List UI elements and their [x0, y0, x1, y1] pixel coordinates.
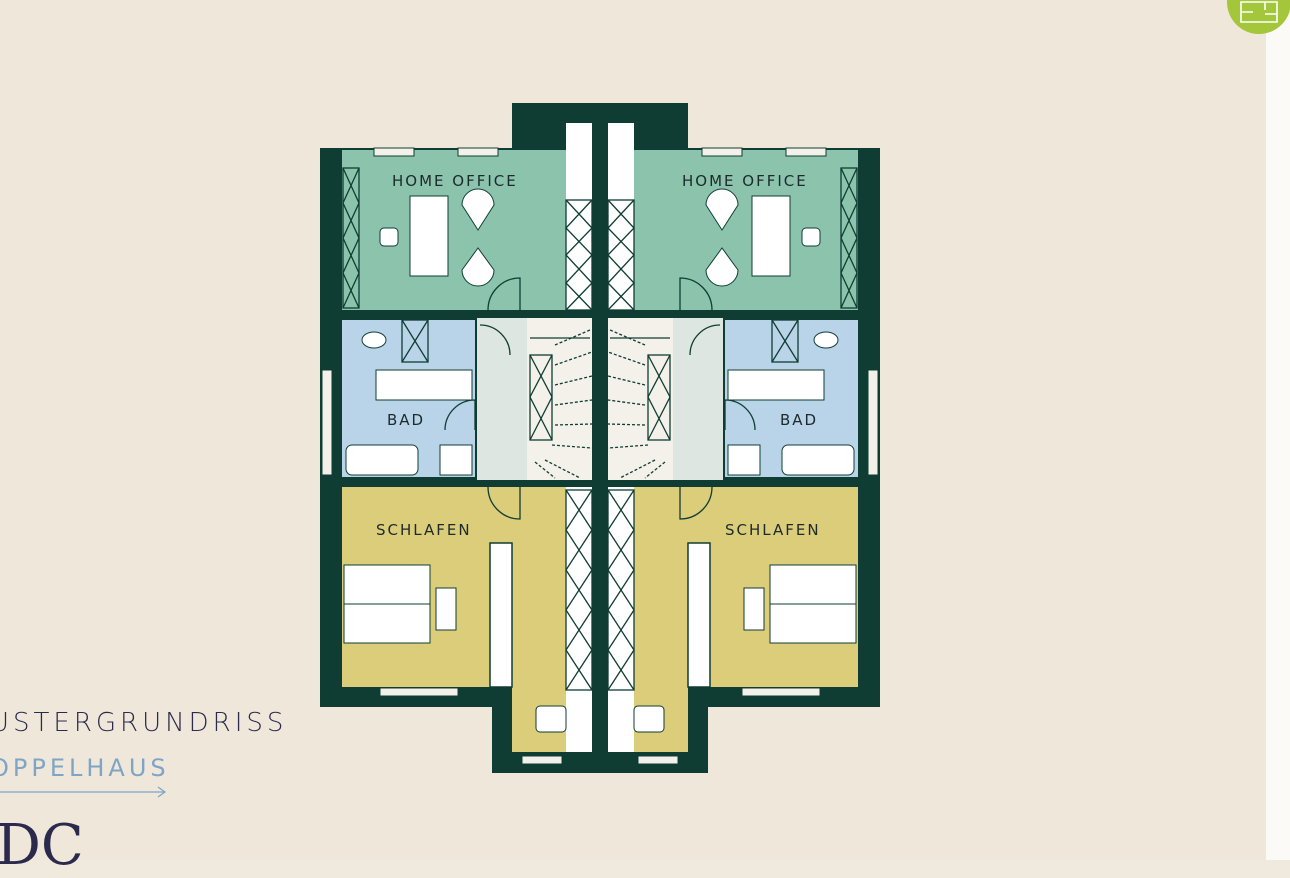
room-label-office-right: HOME OFFICE	[682, 172, 808, 190]
room-label-bath-right: BAD	[780, 411, 819, 429]
floorplan-icon	[1240, 1, 1278, 23]
left-house	[319, 102, 601, 774]
right-house	[599, 102, 881, 774]
room-label-bedroom-right: SCHLAFEN	[725, 521, 821, 539]
page-title: USTERGRUNDRISS	[0, 708, 288, 738]
right-edge-strip	[1266, 0, 1290, 860]
page-subtitle: OPPELHAUS	[0, 754, 170, 782]
room-label-bath-left: BAD	[387, 411, 426, 429]
room-label-office-left: HOME OFFICE	[392, 172, 518, 190]
logo: DC	[0, 813, 84, 878]
room-label-bedroom-left: SCHLAFEN	[376, 521, 472, 539]
arrow-right-icon[interactable]	[0, 784, 170, 798]
